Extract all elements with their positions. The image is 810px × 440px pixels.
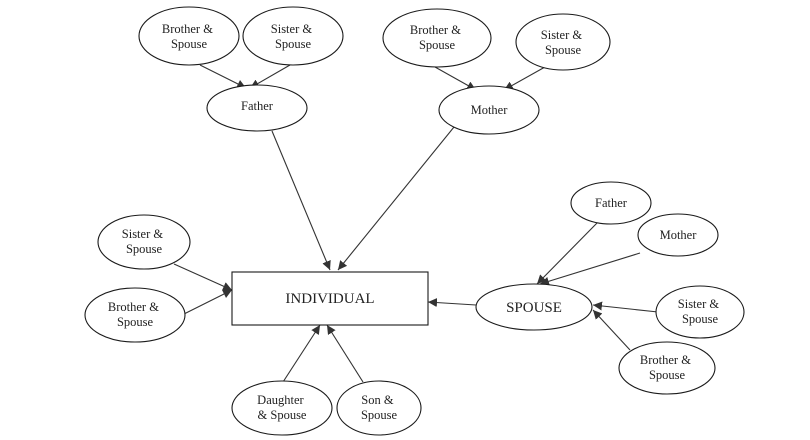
sibling-sister-line-1: Sister & (122, 227, 164, 241)
node-mother: Mother (438, 85, 540, 135)
sibling-brother-ellipse (84, 287, 186, 343)
edge-spouse-sister-to-spouse (592, 301, 659, 313)
edge-mother-to-individual (337, 126, 455, 271)
spouse-sister-line-2: Spouse (682, 312, 719, 326)
sibling-brother-label: Brother & Spouse (108, 300, 162, 329)
spouse-label: SPOUSE (506, 300, 562, 316)
spouse-father-label: Father (595, 196, 628, 210)
mother-sister-line-2: Spouse (545, 43, 582, 57)
spouse-brother-ellipse (618, 341, 716, 395)
spouse-mother-label: Mother (660, 228, 698, 242)
father-sister-ellipse (242, 6, 344, 66)
spouse-sister-label: Sister & Spouse (678, 297, 722, 326)
edge-sibling-brother-to-individual (183, 289, 233, 315)
node-individual: INDIVIDUAL (231, 271, 429, 326)
father-sister-label: Sister & Spouse (271, 22, 315, 51)
spouse-brother-line-1: Brother & (640, 353, 691, 367)
individual-label: INDIVIDUAL (285, 291, 374, 307)
son-label: Son & Spouse (361, 393, 398, 422)
node-father-brother: Brother & Spouse (138, 6, 240, 66)
node-father: Father (206, 84, 308, 132)
node-spouse-sister: Sister & Spouse (655, 285, 745, 339)
spouse-father-ellipse (570, 181, 652, 225)
daughter-line-2: & Spouse (258, 408, 307, 422)
mother-label: Mother (471, 103, 509, 117)
spouse-brother-line-2: Spouse (649, 368, 686, 382)
spouse-ellipse (475, 283, 593, 331)
node-spouse: SPOUSE (475, 283, 593, 331)
mother-ellipse (438, 85, 540, 135)
sibling-sister-line-2: Spouse (126, 242, 163, 256)
mother-sister-label: Sister & Spouse (541, 28, 585, 57)
father-brother-line-1: Brother & (162, 22, 213, 36)
node-father-sister: Sister & Spouse (242, 6, 344, 66)
individual-box (231, 271, 429, 326)
node-spouse-mother: Mother (637, 213, 719, 257)
edges (173, 64, 659, 383)
father-brother-label: Brother & Spouse (162, 22, 216, 51)
edge-father-brother-to-father (199, 64, 247, 89)
edge-sibling-sister-to-individual (173, 263, 233, 291)
son-line-1: Son & (361, 393, 394, 407)
sibling-brother-line-1: Brother & (108, 300, 159, 314)
edge-mother-brother-to-mother (434, 66, 477, 91)
daughter-label: Daughter & Spouse (257, 393, 307, 422)
father-sister-line-1: Sister & (271, 22, 313, 36)
node-mother-brother: Brother & Spouse (382, 8, 492, 68)
mother-brother-label: Brother & Spouse (410, 23, 464, 52)
sibling-brother-line-2: Spouse (117, 315, 154, 329)
node-spouse-brother: Brother & Spouse (618, 341, 716, 395)
spouse-sister-ellipse (655, 285, 745, 339)
father-brother-ellipse (138, 6, 240, 66)
edge-daughter-to-individual (282, 324, 321, 383)
mother-brother-ellipse (382, 8, 492, 68)
sibling-sister-label: Sister & Spouse (122, 227, 166, 256)
edge-spouse-to-individual (427, 298, 477, 308)
edge-father-sister-to-father (249, 64, 291, 89)
edge-spouse-mother-to-spouse (539, 252, 641, 286)
edge-spouse-father-to-spouse (536, 221, 599, 285)
edge-son-to-individual (326, 324, 364, 383)
spouse-sister-line-1: Sister & (678, 297, 720, 311)
node-daughter: Daughter & Spouse (231, 380, 333, 436)
node-sibling-brother: Brother & Spouse (84, 287, 186, 343)
mother-sister-line-1: Sister & (541, 28, 583, 42)
mother-sister-ellipse (515, 13, 611, 71)
son-line-2: Spouse (361, 408, 398, 422)
father-label: Father (241, 99, 274, 113)
mother-brother-line-2: Spouse (419, 38, 456, 52)
father-sister-line-2: Spouse (275, 37, 312, 51)
daughter-line-1: Daughter (257, 393, 304, 407)
edge-spouse-brother-to-spouse (592, 309, 631, 351)
nodes: INDIVIDUAL Brother & Spouse Sister & Spo… (84, 6, 745, 436)
node-sibling-sister: Sister & Spouse (97, 214, 191, 270)
son-ellipse (336, 380, 422, 436)
node-son: Son & Spouse (336, 380, 422, 436)
edge-father-to-individual (271, 130, 331, 271)
spouse-mother-ellipse (637, 213, 719, 257)
node-spouse-father: Father (570, 181, 652, 225)
father-brother-line-2: Spouse (171, 37, 208, 51)
spouse-brother-label: Brother & Spouse (640, 353, 694, 382)
mother-brother-line-1: Brother & (410, 23, 461, 37)
node-mother-sister: Sister & Spouse (515, 13, 611, 71)
edge-mother-sister-to-mother (503, 66, 546, 91)
sibling-sister-ellipse (97, 214, 191, 270)
daughter-ellipse (231, 380, 333, 436)
father-ellipse (206, 84, 308, 132)
